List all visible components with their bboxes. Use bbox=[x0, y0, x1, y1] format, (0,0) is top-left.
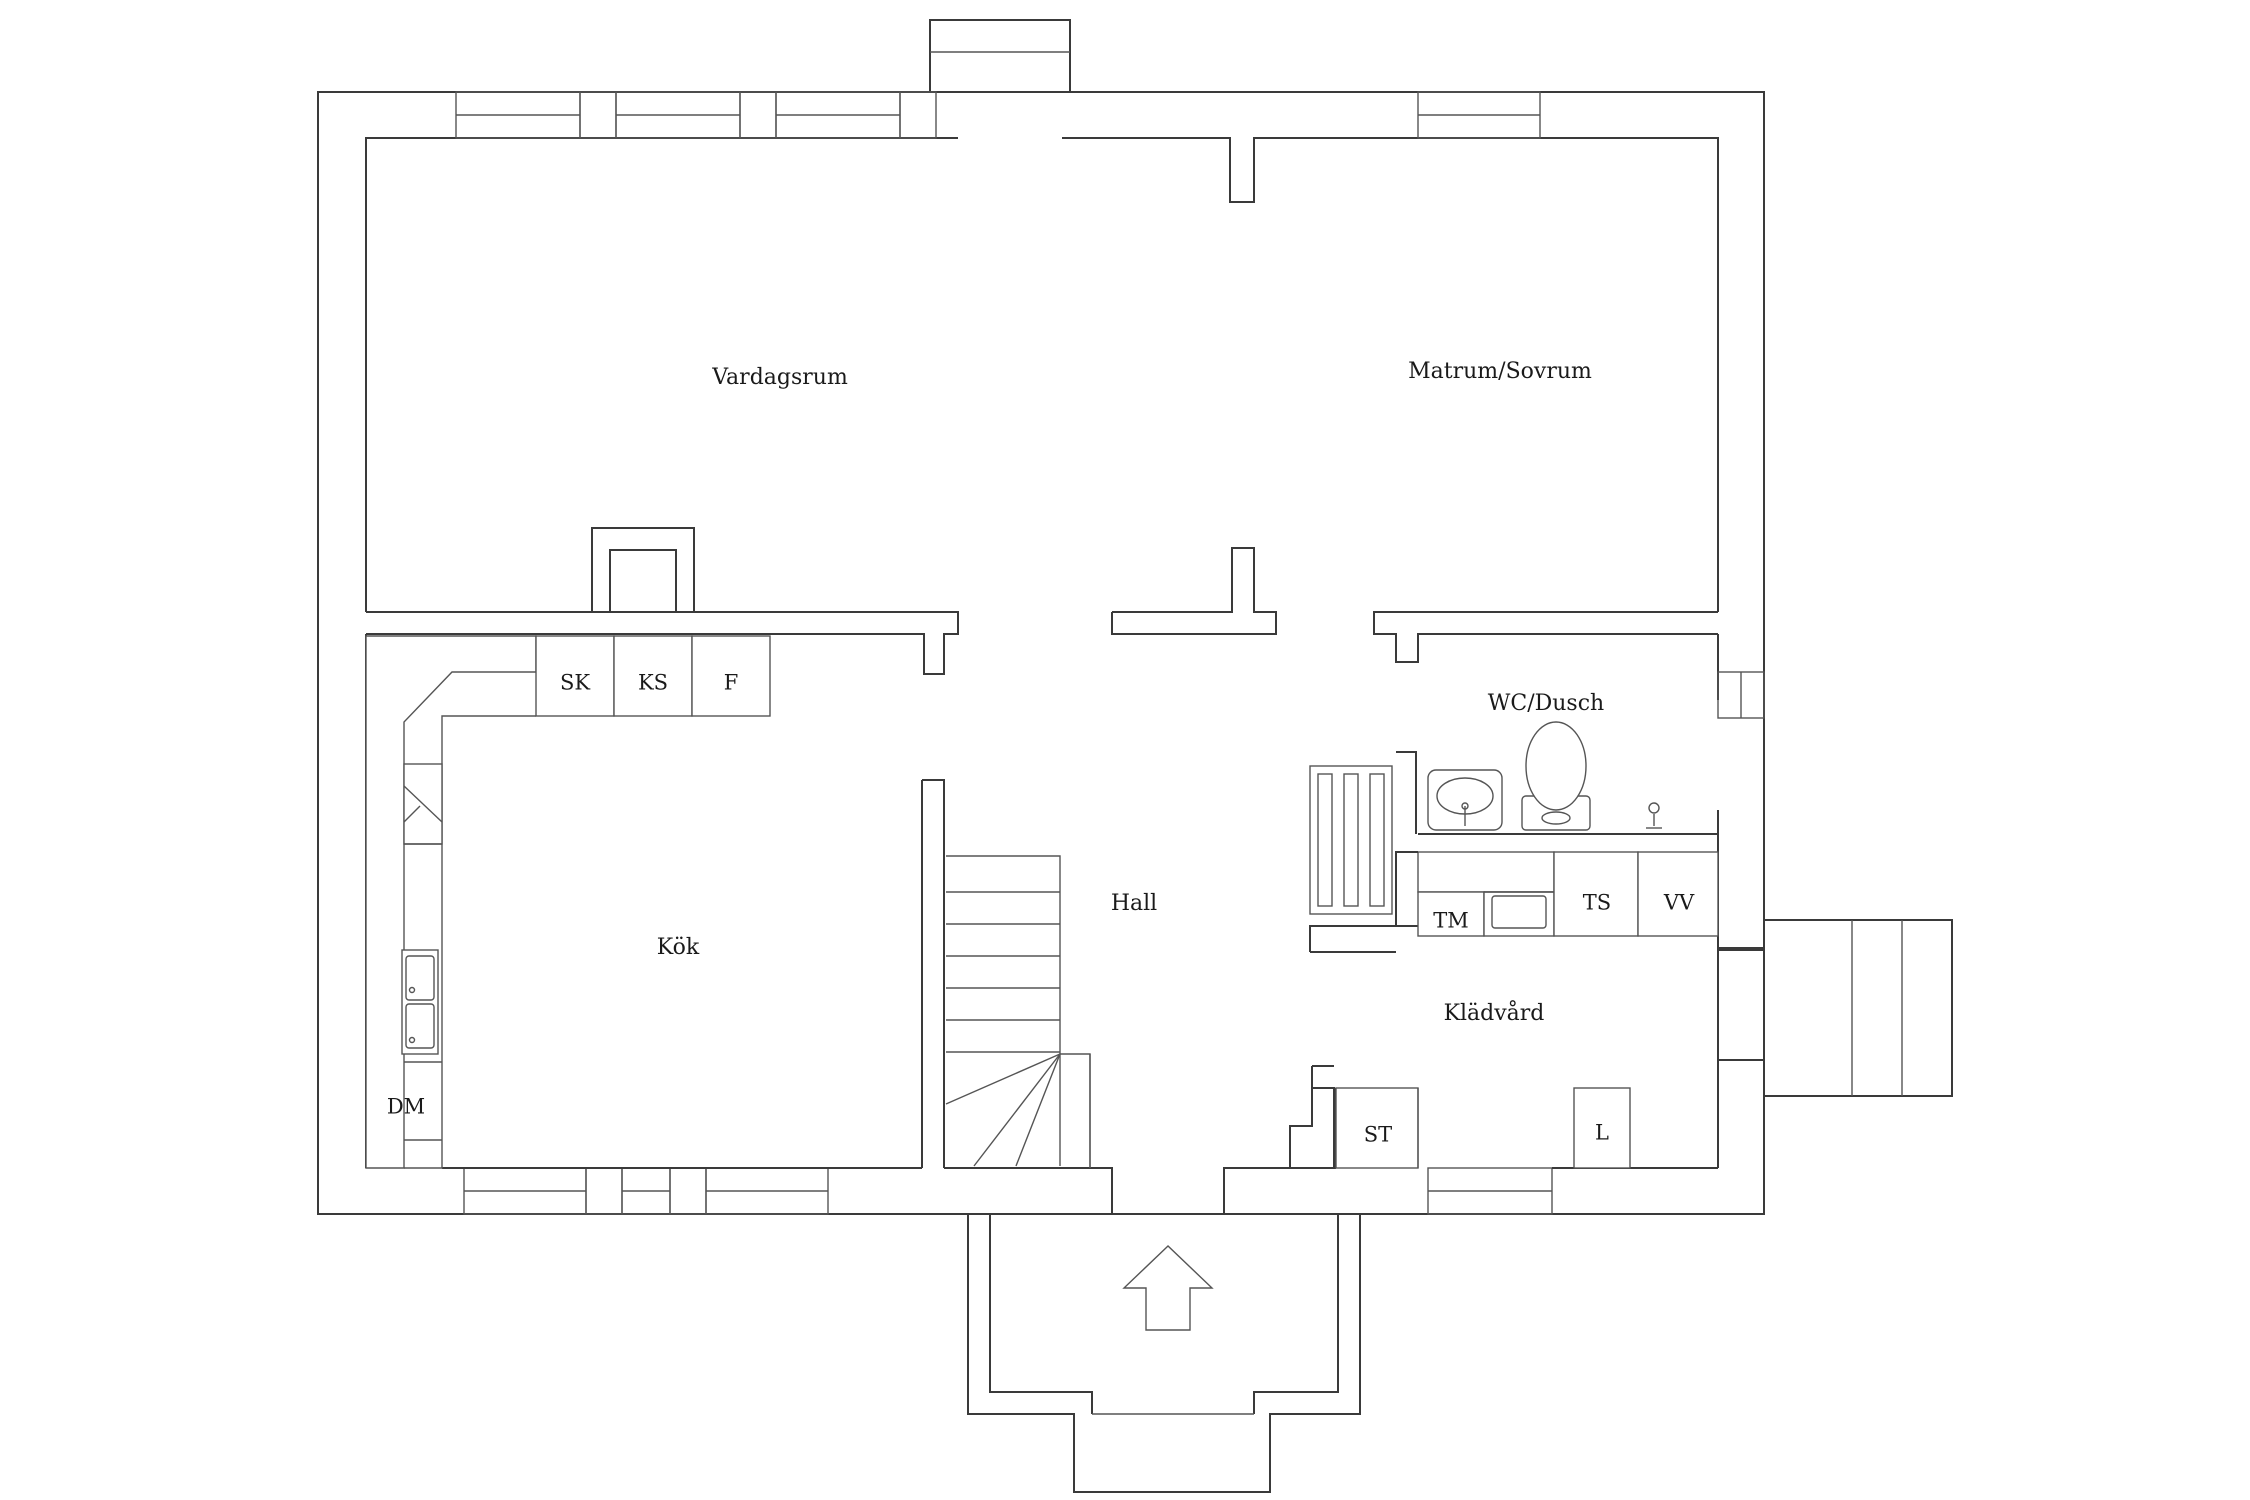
toilet-icon bbox=[1521, 721, 1591, 831]
appliance-f bbox=[691, 635, 771, 717]
exterior-walls bbox=[317, 19, 1953, 1215]
label-ks: KS bbox=[638, 671, 668, 695]
laundry-sink bbox=[1483, 891, 1555, 937]
appliance-l bbox=[1573, 1087, 1631, 1169]
entrance-arrow-icon bbox=[1122, 1245, 1214, 1331]
entrance-porch bbox=[967, 1213, 1361, 1493]
appliance-st bbox=[1335, 1087, 1419, 1169]
appliance-labels: SK KS F DM TM TS VV ST L bbox=[387, 671, 1695, 1147]
room-labels: Vardagsrum Matrum/Sovrum WC/Dusch Hall K… bbox=[657, 359, 1604, 1026]
label-dm: DM bbox=[387, 1095, 425, 1119]
label-f: F bbox=[724, 671, 739, 695]
appliance-sk bbox=[535, 635, 615, 717]
label-tm: TM bbox=[1433, 909, 1469, 933]
room-label-dining-bedroom: Matrum/Sovrum bbox=[1408, 359, 1592, 384]
room-label-hall: Hall bbox=[1111, 891, 1157, 916]
appliance-tm bbox=[1417, 891, 1485, 937]
label-sk: SK bbox=[560, 671, 590, 695]
appliance-vv bbox=[1637, 851, 1719, 937]
label-vv: VV bbox=[1663, 891, 1695, 915]
label-st: ST bbox=[1364, 1123, 1392, 1147]
label-ts: TS bbox=[1583, 891, 1611, 915]
appliance-ts bbox=[1553, 851, 1639, 937]
room-label-kitchen: Kök bbox=[657, 935, 700, 960]
kitchen-sink-icon bbox=[401, 949, 439, 1055]
label-l: L bbox=[1595, 1121, 1609, 1145]
kitchen-fixtures bbox=[365, 635, 771, 1169]
bathroom-fixtures bbox=[1309, 721, 1764, 949]
room-label-living: Vardagsrum bbox=[711, 365, 848, 390]
laundry-fixtures bbox=[1335, 1087, 1631, 1169]
room-label-wc-shower: WC/Dusch bbox=[1488, 691, 1604, 716]
room-label-laundry: Klädvård bbox=[1444, 999, 1545, 1026]
washbasin-icon bbox=[1427, 769, 1503, 831]
appliance-ks bbox=[613, 635, 693, 717]
staircase-icon bbox=[945, 855, 1091, 1168]
